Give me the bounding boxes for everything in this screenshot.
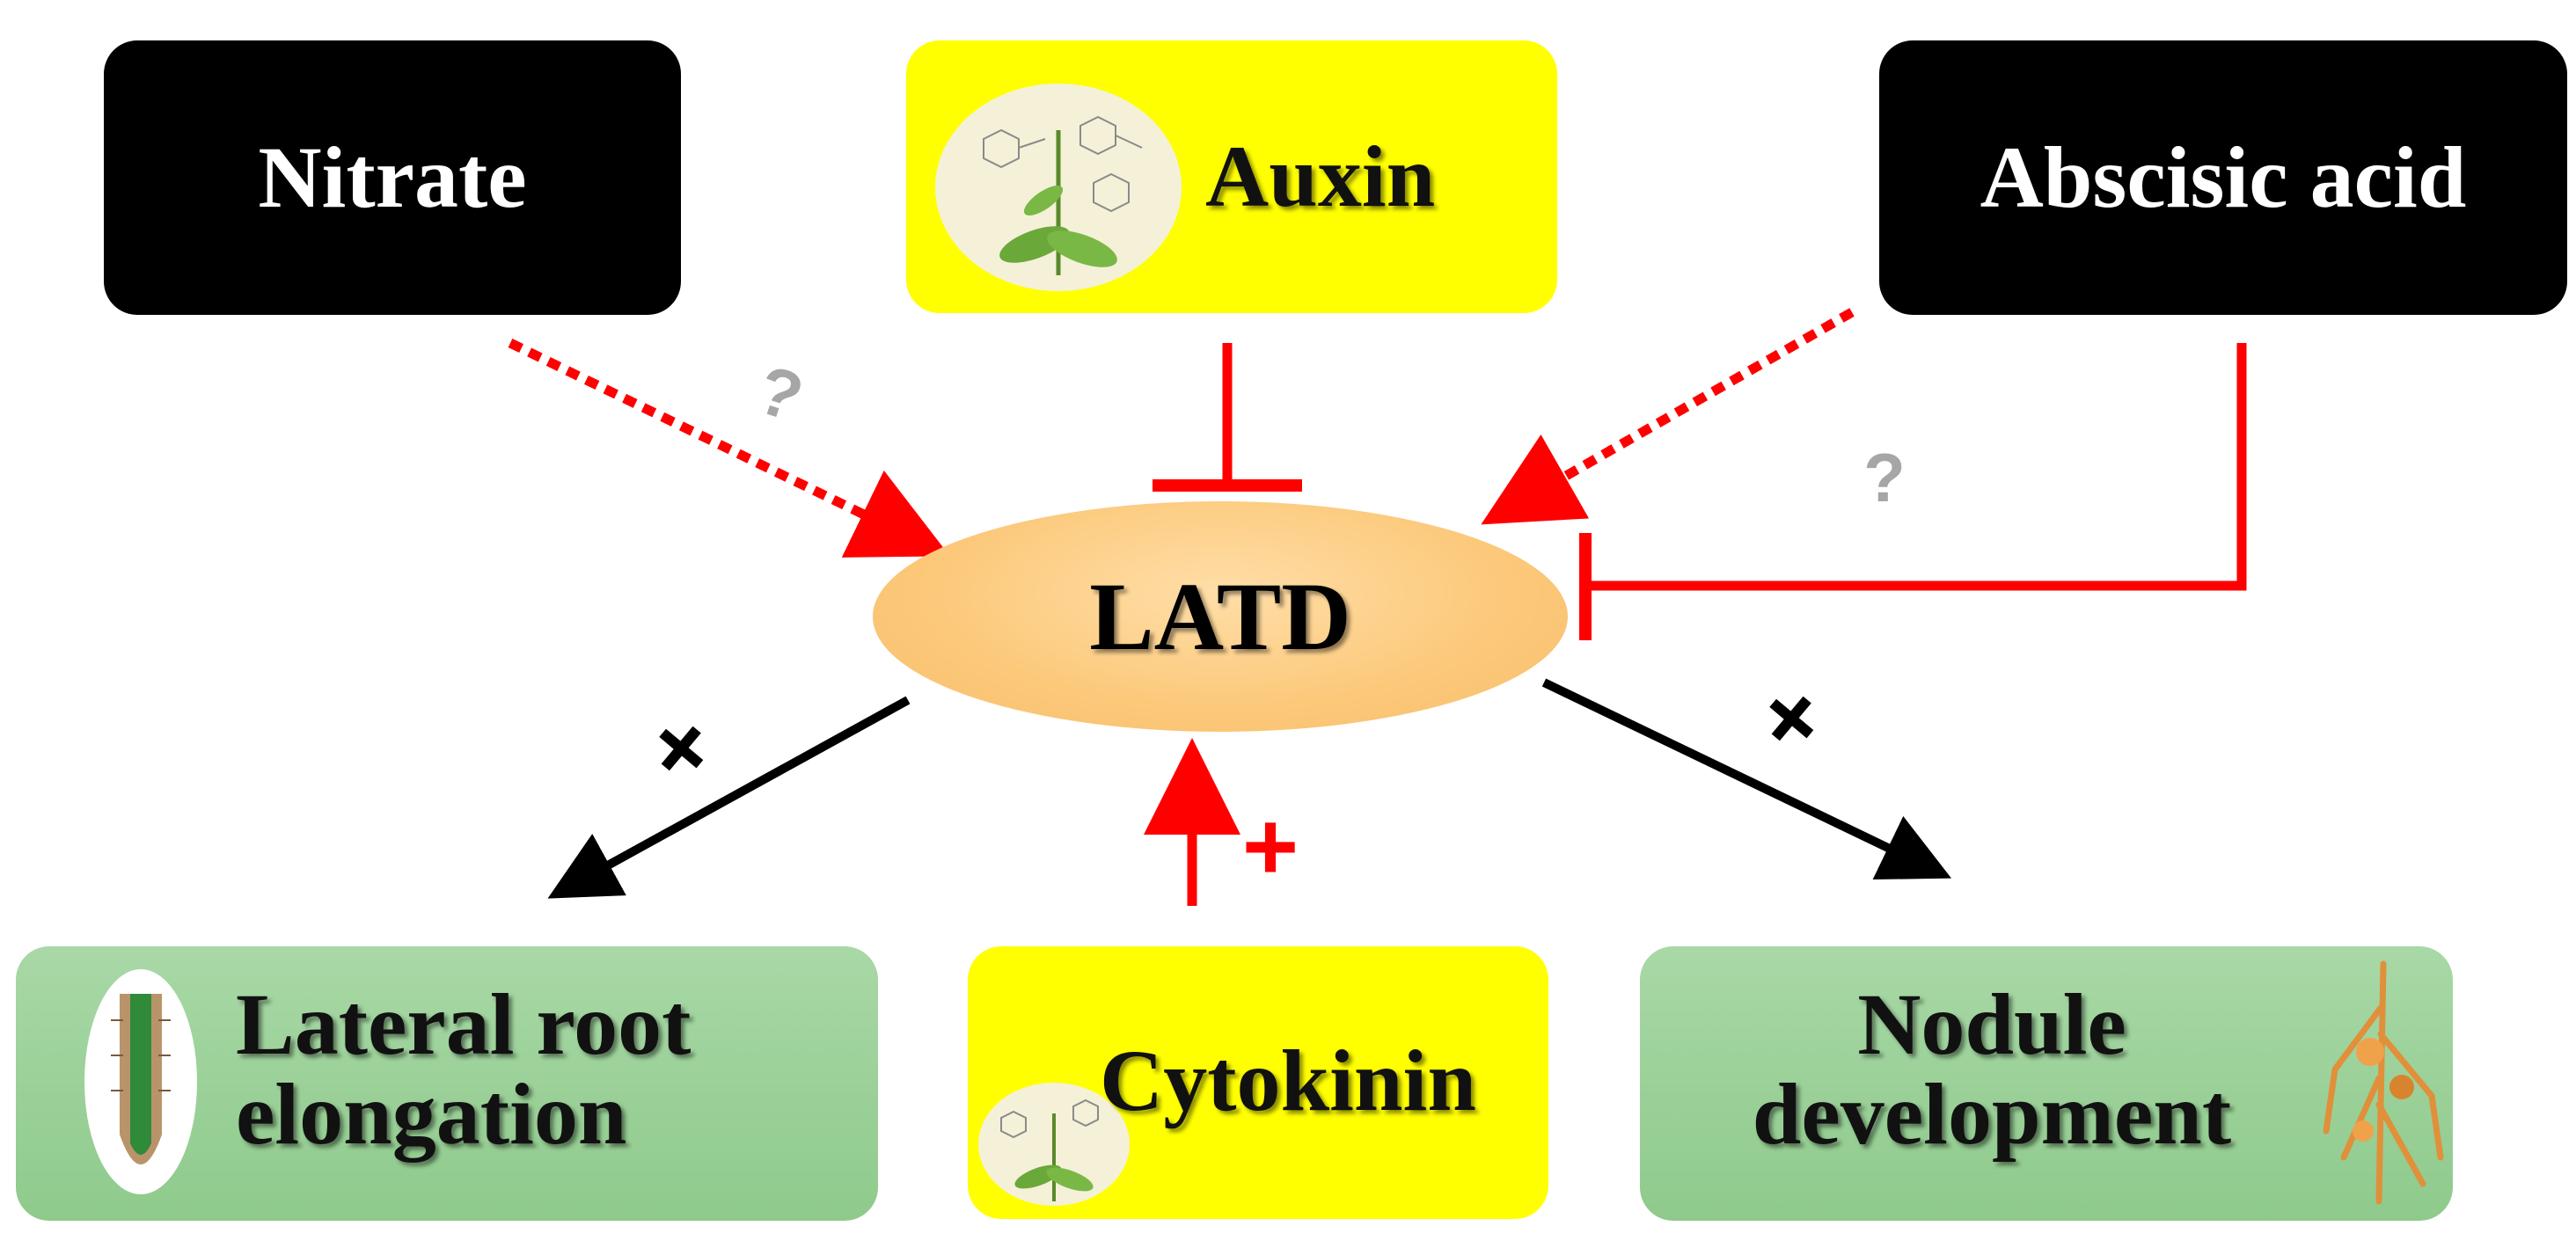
cytokinin-label: Cytokinin — [1100, 1032, 1476, 1129]
aba-to-latd-dotted-arrow — [1481, 308, 1855, 525]
root-tip-icon — [84, 969, 197, 1194]
abscisic-acid-label: Abscisic acid — [1980, 128, 2467, 226]
auxin-label: Auxin — [1205, 128, 1436, 225]
cytokinin-positive-mark: + — [1242, 792, 1299, 901]
latd-to-nodule-arrow — [1541, 678, 1952, 880]
nitrate-node: Nitrate — [104, 40, 681, 315]
nodule-root-icon — [2323, 960, 2444, 1205]
plant-structure-icon — [978, 1083, 1130, 1206]
latd-label: LATD — [1089, 562, 1351, 670]
nodule-label: Nodule development — [1752, 975, 2232, 1163]
abscisic-acid-node: Abscisic acid — [1879, 40, 2567, 315]
nitrate-label: Nitrate — [258, 128, 527, 226]
nitrate-to-latd-arrow — [508, 339, 950, 558]
nitrate-unknown-mark: ? — [749, 350, 813, 436]
auxin-node: Auxin — [906, 40, 1557, 313]
lateral-root-positive-mark: + — [626, 688, 738, 807]
latd-to-lateral-root-arrow — [547, 696, 911, 899]
aba-inhibition-line — [1584, 343, 2247, 591]
latd-node: LATD — [873, 501, 1568, 732]
lateral-root-node: Lateral root elongation — [16, 946, 878, 1221]
nodule-node: Nodule development — [1640, 946, 2453, 1221]
cytokinin-node: Cytokinin — [968, 946, 1548, 1219]
lateral-root-label: Lateral root elongation — [236, 975, 692, 1163]
nodule-positive-mark: + — [1736, 658, 1848, 777]
aba-unknown-mark: ? — [1863, 439, 1906, 516]
plant-structure-icon — [935, 84, 1182, 291]
